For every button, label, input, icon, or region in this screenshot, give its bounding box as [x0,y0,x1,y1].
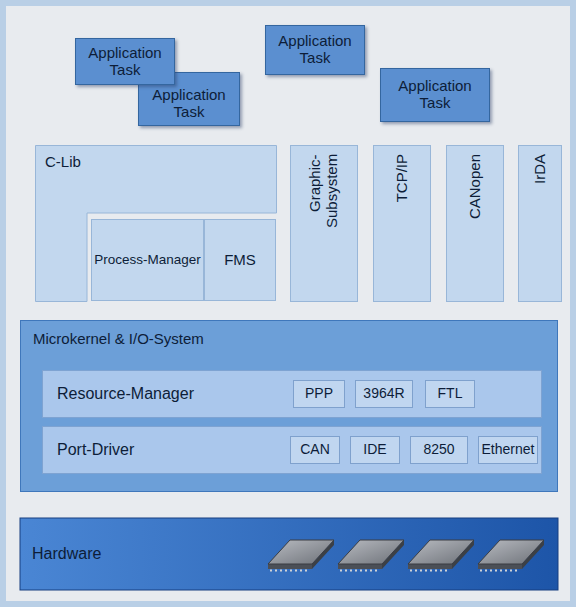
box-label: CAN [300,442,330,458]
box-label: Resource-Manager [57,385,194,403]
box-label: IrDA [532,154,549,184]
box-label: 3964R [363,386,404,402]
hardware-band [20,518,558,590]
protocol-box: CANopen [446,145,504,302]
box-label: Application Task [80,45,170,79]
chip-side [268,564,312,569]
chip-pins [410,570,450,572]
driver-box: CAN [290,436,340,464]
protocol-box: IrDA [518,145,562,302]
driver-band: Port-Driver CAN IDE 8250 Ethernet [42,426,542,474]
chip-icons [268,540,544,571]
task-box: Application Task [380,68,490,122]
box-label: Application Task [270,33,360,67]
chip-top [268,540,334,564]
library-block: C-LibProcess-Manager FMS [35,145,277,302]
chip-pins [340,570,380,572]
chip-pins [480,570,520,572]
chip-top [478,540,544,564]
chip-pins [270,570,310,572]
subsystem-box: Graphic-Subsystem [290,145,358,302]
box-label: C-Lib [45,154,81,171]
manager-box: Process-Manager [91,219,204,301]
hardware-band: Hardware [20,518,558,590]
manager-band: Resource-Manager PPP 3964R FTL [42,370,542,418]
chip-side [478,564,522,569]
driver-box: IDE [350,436,400,464]
box-label: Graphic-Subsystem [307,154,341,249]
box-label: Application Task [385,78,485,112]
driver-box: Ethernet [478,436,538,464]
chip-side [408,564,452,569]
box-label: CANopen [467,154,484,219]
module-box: PPP [293,380,345,408]
chip-top [338,540,404,564]
task-box: Application Task [75,38,175,85]
l-outline-shape [36,146,277,302]
box-label: Port-Driver [57,441,134,459]
task-box: Application Task [265,25,365,75]
kernel-panel: Microkernel & I/O-SystemResource-Manager… [20,320,558,492]
box-label: Ethernet [482,442,535,458]
chip-side [338,564,382,569]
module-box: 3964R [355,380,413,408]
chip-top [408,540,474,564]
box-label: TCP/IP [394,154,411,202]
ground [6,6,570,601]
protocol-box: TCP/IP [373,145,431,302]
box-label: FTL [438,386,463,402]
driver-box: 8250 [410,436,468,464]
box-label: IDE [363,442,386,458]
fms-box: FMS [204,219,276,301]
box-label: 8250 [423,442,454,458]
box-label: Hardware [32,545,101,563]
box-label: FMS [224,252,256,269]
box-label: Process-Manager [94,252,201,267]
box-label: PPP [305,386,333,402]
module-box: FTL [425,380,475,408]
box-label: Application Task [143,87,235,121]
